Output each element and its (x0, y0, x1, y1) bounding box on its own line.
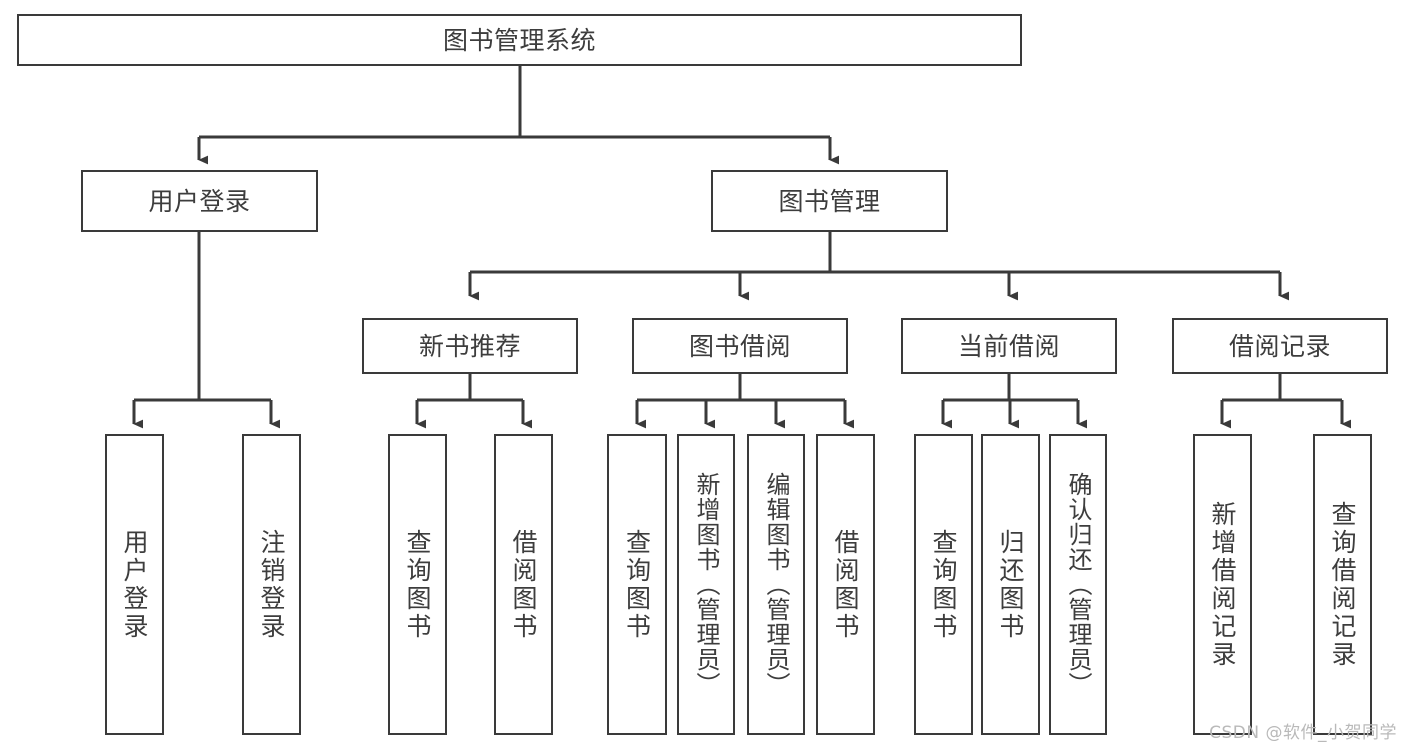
leaf-borrow-edit-book-admin-label: 编辑图书（管理员） (762, 472, 790, 697)
leaf-user-login-logout-label: 注销登录 (257, 528, 286, 641)
leaf-user-login-logout[interactable]: 注销登录 (242, 434, 301, 735)
leaf-borrow-add-book-admin[interactable]: 新增图书（管理员） (677, 434, 735, 735)
leaf-borrow-edit-book-admin[interactable]: 编辑图书（管理员） (747, 434, 805, 735)
leaf-current-query-book-label: 查询图书 (929, 528, 958, 641)
node-new-book-recommend[interactable]: 新书推荐 (362, 318, 578, 374)
leaf-record-query-record[interactable]: 查询借阅记录 (1313, 434, 1372, 735)
node-borrow-record[interactable]: 借阅记录 (1172, 318, 1388, 374)
node-book-borrow-label: 图书借阅 (688, 331, 791, 361)
node-user-login-label: 用户登录 (148, 186, 251, 216)
leaf-borrow-borrow-book-label: 借阅图书 (831, 528, 860, 641)
node-root-label: 图书管理系统 (442, 25, 596, 55)
node-book-management[interactable]: 图书管理 (711, 170, 948, 232)
node-user-login[interactable]: 用户登录 (81, 170, 318, 232)
node-borrow-record-label: 借阅记录 (1228, 331, 1331, 361)
node-new-book-recommend-label: 新书推荐 (418, 331, 521, 361)
leaf-new-book-borrow-label: 借阅图书 (509, 528, 538, 641)
leaf-record-query-record-label: 查询借阅记录 (1328, 500, 1357, 669)
leaf-new-book-query-label: 查询图书 (403, 528, 432, 641)
node-book-management-label: 图书管理 (778, 186, 881, 216)
leaf-borrow-add-book-admin-label: 新增图书（管理员） (692, 472, 720, 697)
leaf-borrow-query-book-label: 查询图书 (622, 528, 652, 641)
leaf-current-confirm-return-admin-label: 确认归还（管理员） (1064, 472, 1092, 697)
node-root-book-management-system[interactable]: 图书管理系统 (17, 14, 1022, 66)
leaf-borrow-query-book[interactable]: 查询图书 (607, 434, 667, 735)
node-book-borrow[interactable]: 图书借阅 (632, 318, 848, 374)
leaf-new-book-query[interactable]: 查询图书 (388, 434, 447, 735)
leaf-record-add-record[interactable]: 新增借阅记录 (1193, 434, 1252, 735)
leaf-user-login-login[interactable]: 用户登录 (105, 434, 164, 735)
node-current-borrow-label: 当前借阅 (957, 331, 1060, 361)
leaf-current-confirm-return-admin[interactable]: 确认归还（管理员） (1049, 434, 1107, 735)
leaf-current-query-book[interactable]: 查询图书 (914, 434, 973, 735)
leaf-user-login-login-label: 用户登录 (120, 528, 149, 641)
leaf-new-book-borrow[interactable]: 借阅图书 (494, 434, 553, 735)
leaf-current-return-book[interactable]: 归还图书 (981, 434, 1040, 735)
node-current-borrow[interactable]: 当前借阅 (901, 318, 1117, 374)
leaf-borrow-borrow-book[interactable]: 借阅图书 (816, 434, 875, 735)
leaf-record-add-record-label: 新增借阅记录 (1208, 500, 1237, 669)
leaf-current-return-book-label: 归还图书 (996, 528, 1025, 641)
